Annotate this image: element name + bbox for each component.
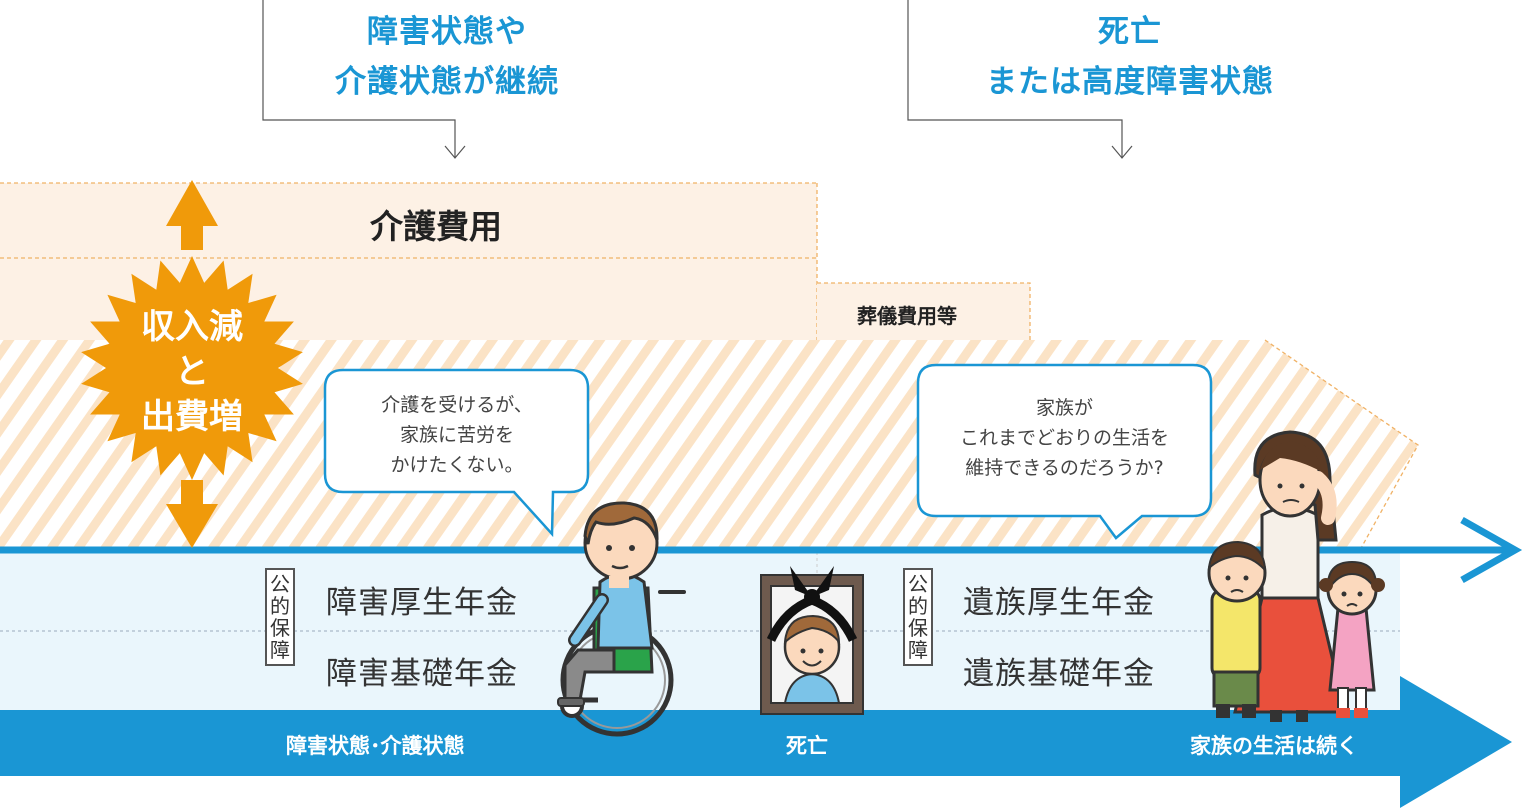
bubble-patient: 介護を受けるが、 家族に苦労を かけたくない。 bbox=[330, 390, 584, 480]
heading-continued-line2: 介護状態が継続 bbox=[335, 64, 559, 100]
burst-line1: 収入減 bbox=[141, 307, 243, 347]
income-burst-text: 収入減 と 出費増 bbox=[112, 305, 272, 440]
income-burst bbox=[81, 180, 303, 548]
heading-continued-line1: 障害状態や bbox=[367, 14, 527, 50]
ps-char: 的 bbox=[270, 594, 290, 618]
timeline-label-family-continues: 家族の生活は続く bbox=[1190, 734, 1358, 758]
connector-lines bbox=[262, 0, 1133, 159]
timeline-label-disability: 障害状態･介護状態 bbox=[286, 734, 465, 758]
ps-char: 障 bbox=[270, 638, 290, 662]
heading-continued-state: 障害状態や 介護状態が継続 bbox=[282, 7, 612, 107]
care-cost-label: 介護費用 bbox=[370, 207, 502, 246]
family-illustration bbox=[1207, 430, 1385, 722]
burst-line2: と bbox=[175, 352, 209, 392]
survivor-basic-pension: 遺族基礎年金 bbox=[963, 656, 1155, 692]
disability-employee-pension: 障害厚生年金 bbox=[326, 585, 518, 621]
public-security-label-right: 公 的 保 障 bbox=[903, 568, 933, 666]
ps-char: 障 bbox=[908, 638, 928, 662]
bubble-family-shape bbox=[916, 363, 1213, 540]
bubble-patient-line1: 介護を受けるが、 bbox=[381, 394, 533, 416]
ps-char: 保 bbox=[270, 616, 290, 640]
heading-death-line1: 死亡 bbox=[1098, 14, 1162, 50]
funeral-cost-band bbox=[817, 283, 1030, 340]
bubble-family-line1: 家族が bbox=[1035, 397, 1093, 419]
ps-char: 的 bbox=[908, 594, 928, 618]
burst-line3: 出費増 bbox=[141, 397, 243, 437]
ps-char: 公 bbox=[270, 572, 290, 596]
pension-band bbox=[0, 550, 1400, 710]
bubble-family: 家族が これまでどおりの生活を 維持できるのだろうか? bbox=[922, 393, 1207, 483]
bubble-patient-line3: かけたくない。 bbox=[390, 454, 524, 476]
memorial-portrait-illustration bbox=[760, 566, 864, 715]
timeline-label-death: 死亡 bbox=[786, 734, 828, 758]
bubble-patient-line2: 家族に苦労を bbox=[399, 424, 514, 446]
ps-char: 公 bbox=[908, 572, 928, 596]
heading-death-state: 死亡 または高度障害状態 bbox=[940, 7, 1320, 107]
disability-basic-pension: 障害基礎年金 bbox=[326, 656, 518, 692]
public-security-label-left: 公 的 保 障 bbox=[265, 568, 295, 666]
heading-death-line2: または高度障害状態 bbox=[986, 64, 1274, 100]
survivor-employee-pension: 遺族厚生年金 bbox=[963, 585, 1155, 621]
bubble-family-line3: 維持できるのだろうか? bbox=[965, 457, 1164, 479]
bubble-patient-shape bbox=[323, 368, 590, 538]
ps-char: 保 bbox=[908, 616, 928, 640]
bubble-family-line2: これまでどおりの生活を bbox=[959, 427, 1169, 449]
funeral-cost-label: 葬儀費用等 bbox=[857, 304, 957, 328]
main-timeline-arrow bbox=[0, 676, 1512, 808]
wheelchair-person-illustration bbox=[557, 501, 686, 737]
